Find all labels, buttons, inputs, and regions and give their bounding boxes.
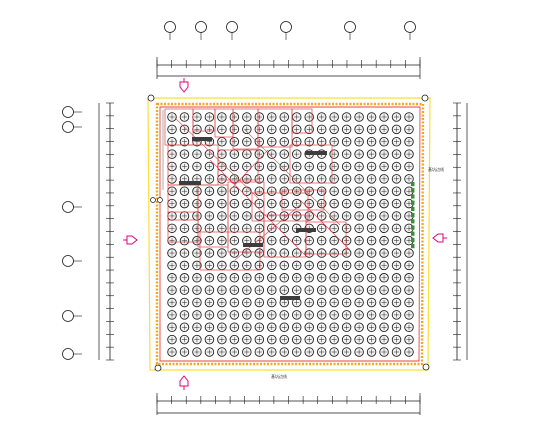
axis-bubble-left xyxy=(62,121,74,133)
section-marker-top-shape xyxy=(179,81,189,93)
axis-bubble-left xyxy=(62,201,74,213)
dewatering-well xyxy=(411,182,415,187)
zone-diagonal xyxy=(229,149,269,191)
dark-tag xyxy=(296,228,316,232)
dewatering-well xyxy=(411,188,415,193)
outer-boundary xyxy=(147,97,431,371)
zone-rect xyxy=(199,231,261,271)
zone-rect xyxy=(281,189,325,211)
right-note-text: 基坑边线 xyxy=(428,166,444,172)
axis-bubbles xyxy=(62,21,416,360)
dewatering-well xyxy=(411,200,415,205)
corner-marker xyxy=(154,364,162,372)
dewatering-well xyxy=(411,194,415,199)
zone-rect xyxy=(167,211,199,243)
pile-grid xyxy=(167,112,414,357)
dark-tag xyxy=(243,243,263,247)
corner-marker xyxy=(421,94,429,102)
excavation-boundary xyxy=(147,94,431,372)
zone-diagonal xyxy=(174,117,261,201)
axis-bubble-left xyxy=(62,255,74,267)
axis-bubble-top xyxy=(344,21,356,33)
axis-bubble-top xyxy=(195,21,207,33)
zone-rect xyxy=(217,149,259,181)
side-marker xyxy=(157,197,163,203)
dewatering-well xyxy=(411,231,415,236)
dewatering-well xyxy=(411,206,415,211)
zone-rect xyxy=(289,144,333,184)
dewatering-well xyxy=(411,244,415,249)
side-marker xyxy=(150,197,156,203)
section-marker-bottom xyxy=(179,375,189,390)
section-marker-left xyxy=(123,235,138,245)
section-marker-top xyxy=(179,78,189,93)
red-zone-lines xyxy=(164,108,351,271)
dewatering-well xyxy=(411,219,415,224)
zone-rect xyxy=(305,221,347,255)
dimension-lines xyxy=(98,57,468,415)
dark-tag xyxy=(280,296,300,300)
boundary-hatch xyxy=(155,102,425,366)
green-wells xyxy=(411,182,415,249)
axis-bubble-top xyxy=(280,21,292,33)
bottom-note-text: 基坑边线 xyxy=(271,373,287,379)
axis-bubble-top xyxy=(404,21,416,33)
dewatering-well xyxy=(411,225,415,230)
zone-diagonal xyxy=(209,159,306,256)
dark-tag xyxy=(192,137,212,141)
corner-marker xyxy=(147,94,155,102)
dark-tags xyxy=(179,137,327,300)
section-marker-bottom-shape xyxy=(179,375,189,387)
dark-tag xyxy=(305,151,327,155)
axis-bubble-top xyxy=(164,21,176,33)
inner-boundary xyxy=(159,106,421,362)
zone-diagonal xyxy=(244,129,341,226)
axis-bubble-left xyxy=(62,106,74,118)
zone-diagonal xyxy=(299,199,351,251)
dewatering-well xyxy=(411,237,415,242)
section-markers xyxy=(123,78,447,390)
section-marker-right-shape xyxy=(432,233,444,243)
zone-rect xyxy=(291,108,313,134)
axis-bubble-top xyxy=(226,21,238,33)
corner-marker xyxy=(422,363,430,371)
dewatering-well xyxy=(411,213,415,218)
axis-bubble-left xyxy=(62,348,74,360)
dark-tag xyxy=(179,181,201,185)
zone-diagonal xyxy=(234,204,301,261)
zone-rect xyxy=(251,192,309,222)
axis-bubble-left xyxy=(62,310,74,322)
section-marker-right xyxy=(432,233,447,243)
section-marker-left-shape xyxy=(126,235,138,245)
